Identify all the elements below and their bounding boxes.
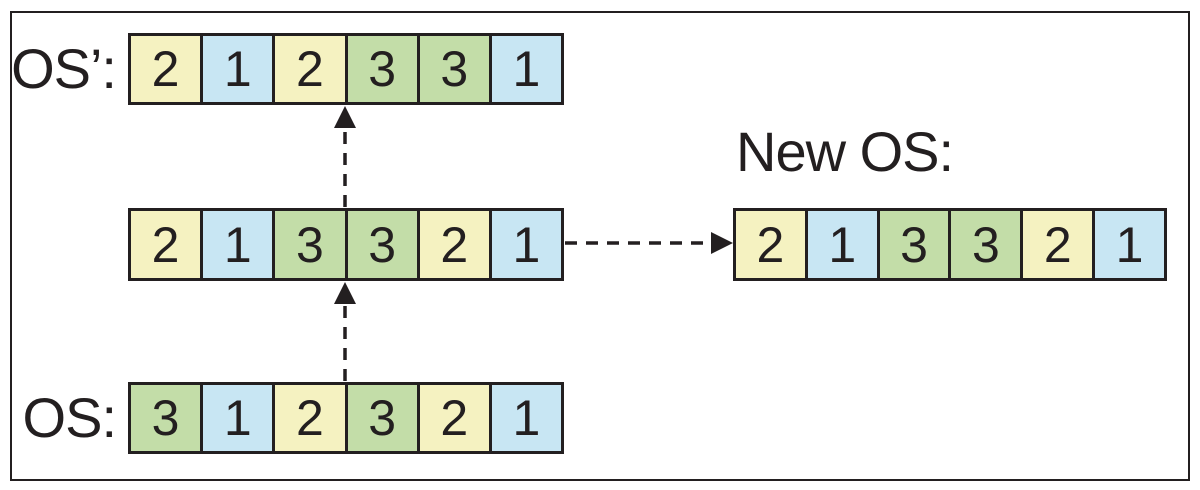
dashed-up-arrow-lower-icon [334,282,356,381]
os-label: OS: [22,386,117,449]
sequence-cell: 1 [200,211,273,278]
dashed-up-arrow-upper-icon [334,106,356,207]
sequence-cell: 3 [272,211,345,278]
sequence-cell: 3 [344,211,417,278]
sequence-cell: 2 [416,385,489,451]
sequence-cell: 1 [488,36,562,102]
sequence-cell: 1 [1092,211,1164,278]
sequence-cell: 2 [131,36,201,102]
sequence-cell: 3 [948,211,1021,278]
sequence-cell: 3 [416,36,489,102]
sequence-cell: 3 [344,36,417,102]
new-os-label: New OS: [736,120,954,183]
dashed-right-arrow-icon [565,232,733,254]
figure-border [10,11,1190,481]
sequence-cell: 2 [272,385,345,451]
sequence-cell: 1 [200,385,273,451]
sequence-cell: 2 [1020,211,1093,278]
sequence-cell: 3 [344,385,417,451]
sequence-cell: 1 [488,211,562,278]
sequence-cell: 1 [804,211,877,278]
sequence-cell: 2 [272,36,345,102]
sequence-cell: 1 [488,385,562,451]
sequence-cell: 1 [200,36,273,102]
sequence-cell: 3 [131,385,201,451]
sequence-cell: 2 [131,211,201,278]
sequence-cell: 2 [736,211,805,278]
sequence-cell: 3 [876,211,949,278]
os-prime-label: OS’: [11,37,117,100]
sequence-cell: 2 [416,211,489,278]
